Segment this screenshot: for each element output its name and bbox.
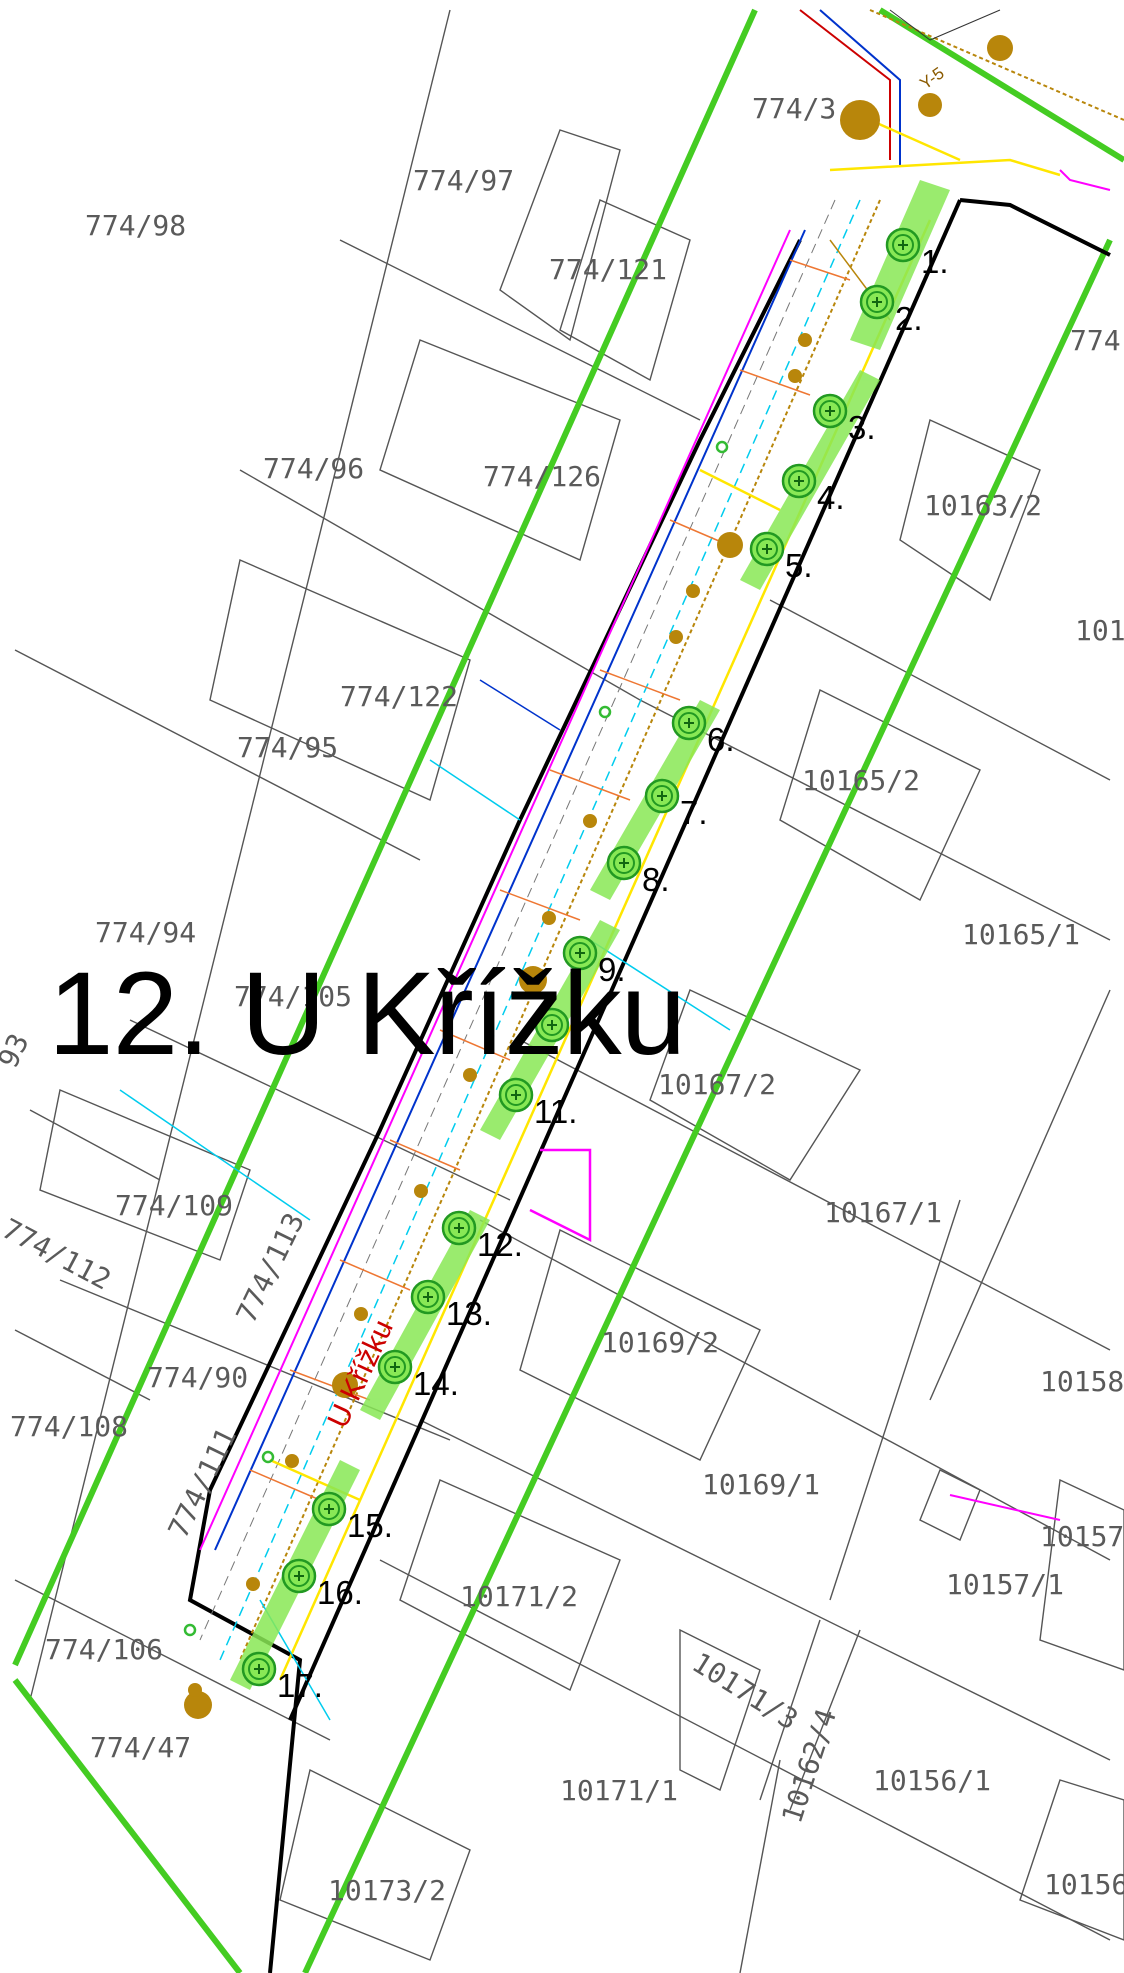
tree-5: 5. [749,531,813,584]
tree-number-label: 15. [347,1507,393,1544]
tree-number-label: 4. [817,479,845,516]
tree-6: 6. [671,705,735,758]
tree-number-label: 1. [921,243,949,280]
parcel-label: 10156 [1044,1868,1124,1901]
tree-number-label: 16. [317,1574,363,1611]
service-stubs [249,259,851,1501]
parcel-label: 10167/2 [658,1068,776,1101]
parcel-label: 774/109 [115,1189,233,1222]
parcel-label: 774/122 [340,680,458,713]
map-title: 12. U Křížku [48,948,686,1080]
tree-11: 11. [498,1077,577,1130]
parcel-label: 774/3 [752,92,836,125]
utility-points [184,35,1013,1719]
marker-label: Y-5 [916,63,947,93]
construction-boundary [12,7,1124,1973]
parcel-label: 10171/1 [560,1774,678,1807]
tree-3: 3. [812,393,876,446]
tree-number-label: 9. [598,951,626,988]
parcel-label: 774/90 [147,1361,248,1394]
parcel-label: 774/108 [10,1410,128,1443]
tree-2: 2. [859,284,923,337]
tree-10 [534,1007,570,1043]
parcel-label: 774/121 [549,253,667,286]
parcel-label: 774/95 [237,731,338,764]
parcel-label: 101 [1075,614,1124,647]
hydrant-points [183,440,729,1637]
tree-13: 13. [410,1279,492,1332]
parcel-label: 10157/1 [946,1568,1064,1601]
parcel-label: 774/105 [234,980,352,1013]
tree-number-label: 6. [707,721,735,758]
parcel-label: 10165/1 [962,918,1080,951]
tree-12: 12. [441,1210,523,1263]
parcel-label: 10165/2 [802,764,920,797]
tree-number-label: 12. [477,1226,523,1263]
parcel-label: 93 [0,1028,36,1073]
parcel-label: 10158 [1040,1365,1124,1398]
tree-number-label: 7. [680,794,708,831]
parcel-label: 10167/1 [824,1196,942,1229]
parcel-label: 10171/2 [460,1580,578,1613]
parcel-label: 774/98 [85,209,186,242]
trees-layer: 1. 2. 3.4.5. 6. 7. 8. 9. 11. 12. 13. 14. 15. 16. 17. [241,227,949,1704]
tree-17: 17. [241,1651,323,1704]
tree-number-label: 11. [534,1093,577,1130]
parcel-label: 10156/1 [873,1764,991,1797]
parcel-label: 774/94 [95,916,196,949]
tree-number-label: 2. [895,300,923,337]
parcel-label: 774/47 [90,1731,191,1764]
tree-number-label: 14. [413,1365,459,1402]
tree-14: 14. [377,1349,459,1402]
parcel-label: 10169/1 [702,1468,820,1501]
tree-number-label: 8. [642,861,670,898]
parcel-label: 10169/2 [601,1326,719,1359]
tree-7: 7. [644,778,708,831]
parcel-label: 774 [1070,324,1121,357]
parcel-label: 10163/2 [924,489,1042,522]
tree-number-label: 13. [446,1295,492,1332]
tree-9: 9. [562,935,626,988]
tree-number-label: 3. [848,409,876,446]
tree-16: 16. [281,1558,363,1611]
street-edges [119,9,1124,1973]
tree-15: 15. [311,1491,393,1544]
tree-number-label: 17. [277,1667,323,1704]
parcel-label: 10173/2 [328,1874,446,1907]
tree-number-label: 5. [785,547,813,584]
tree-1: 1. [885,227,949,280]
parcel-label: 774/96 [263,452,364,485]
tree-8: 8. [606,845,670,898]
parcel-label: 774/126 [483,460,601,493]
parcel-label: 10157 [1040,1520,1124,1553]
parcel-label: 774/113 [230,1208,311,1329]
parcel-label: 774/106 [45,1633,163,1666]
parcel-label: 774/112 [0,1212,116,1297]
parcel-label: 10171/3 [686,1646,804,1737]
parcel-label: 774/97 [413,164,514,197]
tree-4: 4. [781,463,845,516]
